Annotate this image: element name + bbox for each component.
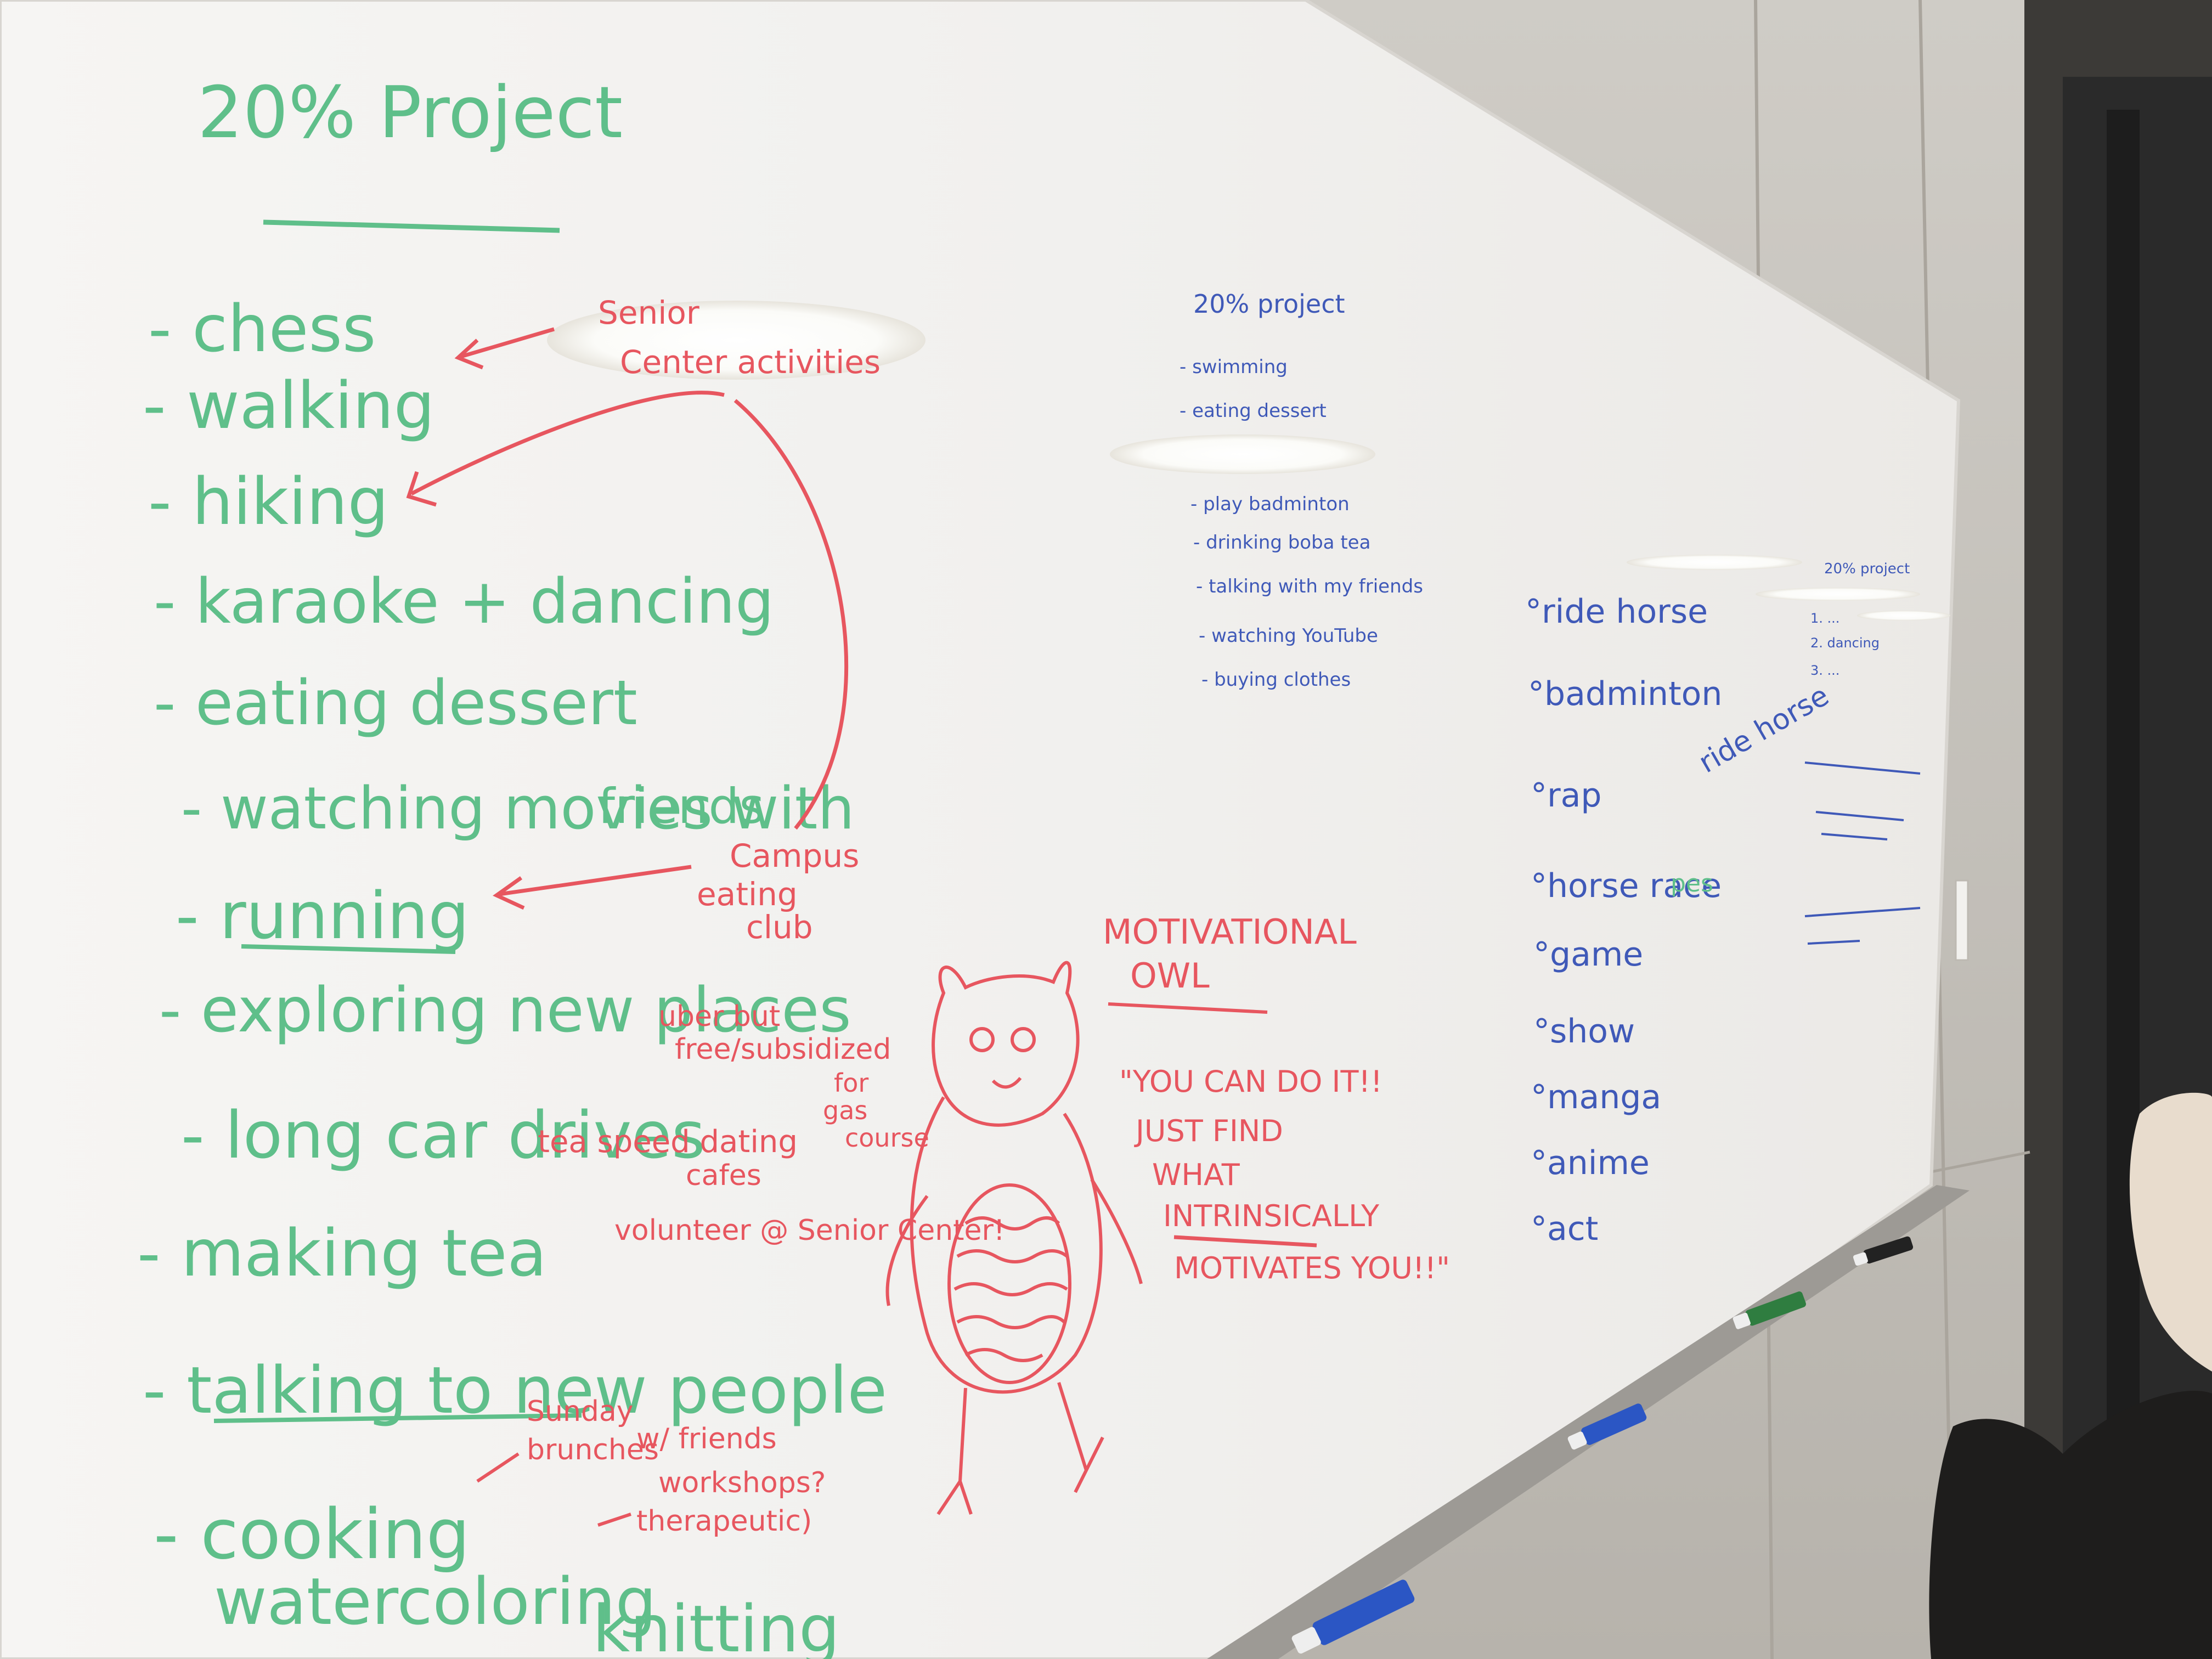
person-dark [1929,1390,2212,1659]
list-item: - eating dessert [154,668,637,739]
owl-title: MOTIVATIONAL [1103,912,1357,952]
list-item: °horse race [1531,867,1722,905]
light-reflection [1627,555,1802,570]
left-list-title: 20% Project [198,71,623,154]
list-item: - walking [143,368,435,443]
list-item: °manga [1531,1078,1661,1116]
curved-connector [733,399,849,830]
uber-note: free/subsidized [675,1033,891,1066]
list-item: friends [598,778,764,834]
green-marker [1733,1291,1806,1329]
list-item: °act [1531,1210,1598,1248]
owl-title-underline [1108,1002,1268,1014]
list-item: °show [1533,1012,1635,1051]
workshops-note: workshops? [658,1466,826,1499]
arrow [597,1513,631,1527]
owl-quote: JUST FIND [1134,1114,1283,1148]
owl-quote: "YOU CAN DO IT!! [1119,1064,1383,1099]
light-reflection [1857,611,1950,620]
blue-marker [1291,1579,1415,1654]
far-right-line: 3. ... [1810,663,1839,678]
owl-quote: MOTIVATES YOU!!" [1174,1251,1450,1285]
list-item: - exploring new places [159,975,851,1046]
brunch-note: w/ friends [636,1423,777,1455]
list-item: - hiking [148,464,388,539]
list-item: knitting [592,1591,840,1659]
list-item: °anime [1531,1144,1650,1182]
title-underline [263,219,560,233]
owl-title: OWL [1130,956,1210,996]
arrow-head [454,338,484,370]
list-item: - cooking [154,1494,470,1575]
tea-note: cafes [686,1159,761,1192]
owl-quote: INTRINSICALLY [1163,1199,1380,1233]
senior-center-note: Center activities [620,343,881,381]
door-post [2107,110,2140,1659]
arrow [499,865,692,896]
list-item: - buying clothes [1201,669,1351,691]
campus-club-note: Campus [730,837,859,874]
list-item: - play badminton [1190,493,1350,515]
owl-quote-underline [1173,1235,1317,1248]
uber-note: course [845,1123,929,1153]
extra-note: pes [1671,870,1713,898]
far-right-scribbles [1804,761,1921,945]
uber-note: for [834,1068,868,1098]
talking-underline [213,1413,582,1423]
senior-center-note: Senior [598,294,699,331]
owl-drawing [885,961,1143,1515]
list-item: watercoloring [214,1564,657,1639]
arrow [410,391,725,496]
light-reflection [1756,588,1920,601]
list-item: °game [1533,935,1643,974]
tea-note: tea speed dating [538,1124,798,1160]
list-item: - swimming [1180,356,1288,378]
light-reflection [1110,435,1375,474]
volunteer-note: volunteer @ Senior Center! [614,1214,1005,1247]
far-right-line: 2. dancing [1810,635,1880,651]
blue-marker [1567,1403,1647,1450]
light-reflection [547,301,926,380]
arrow [476,1452,520,1483]
brunch-note: brunches [527,1434,659,1466]
running-underline [241,944,456,954]
uber-note: gas [823,1096,867,1125]
list-item: - chess [148,291,376,366]
arrow-head [406,471,437,507]
campus-club-note: eating [697,876,798,913]
workshops-note: therapeutic) [636,1505,812,1538]
middle-list-title: 20% project [1193,289,1345,319]
far-right-title: 20% project [1824,561,1910,577]
list-item: - drinking boba tea [1193,532,1370,554]
list-item: - karaoke + dancing [154,566,774,637]
list-item: - eating dessert [1180,400,1327,422]
list-item: - making tea [137,1215,547,1291]
brunch-note: Sunday [527,1395,634,1428]
list-item: °badminton [1528,675,1722,713]
arrow-head [493,876,525,910]
list-item: - long car drives [181,1097,706,1173]
list-item: °ride horse [1525,592,1708,631]
list-item: - watching movies with [181,775,855,842]
far-right-line: 1. ... [1810,611,1839,626]
person-jacket [2129,1092,2212,1372]
black-marker [1853,1236,1914,1266]
arrow [460,327,555,359]
list-item: - running [176,878,469,953]
owl-quote: WHAT [1152,1158,1240,1192]
uber-note: uber but [658,1000,780,1033]
campus-club-note: club [746,909,813,946]
list-item: °rap [1531,776,1602,815]
list-item: - talking with my friends [1196,575,1423,597]
whiteboard [0,0,1961,1659]
list-item: - watching YouTube [1199,625,1378,647]
light-switch [1955,879,1969,961]
